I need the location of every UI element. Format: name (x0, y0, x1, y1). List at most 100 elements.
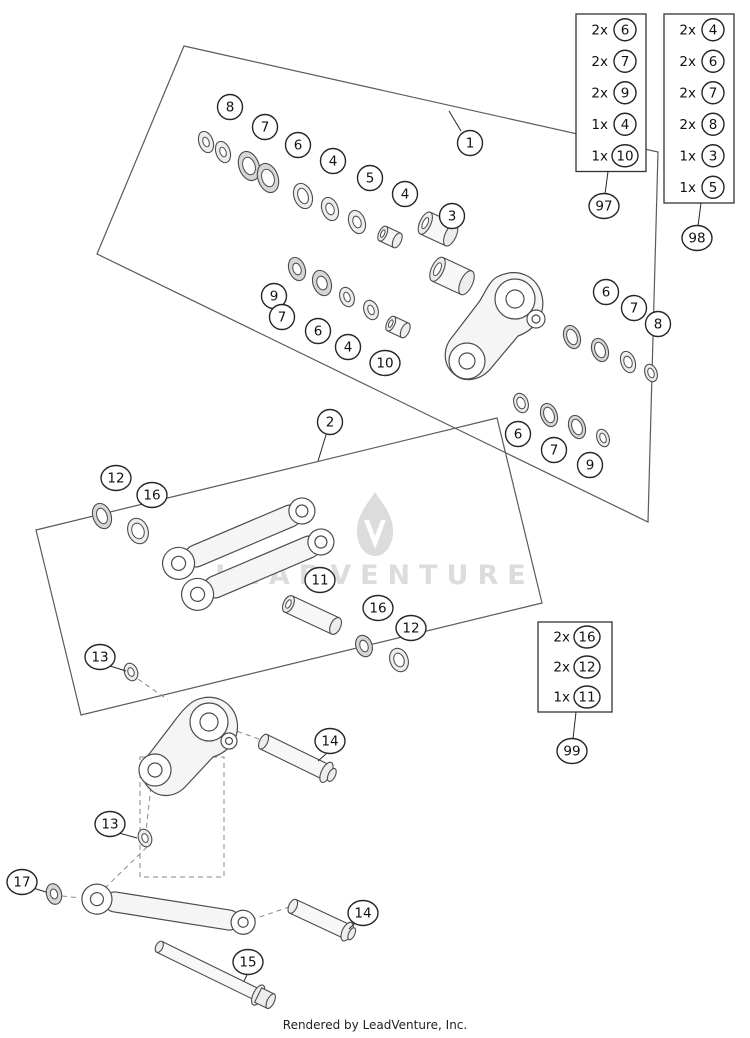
callout-number: 7 (550, 443, 559, 459)
callout-9[interactable]: 9 (576, 451, 604, 479)
legend-row-97-6[interactable]: 2x 6 (591, 18, 637, 42)
legend-ref-circle (701, 49, 725, 73)
callout-leader-line (348, 922, 356, 930)
part-rocker-knuckle-lower (138, 696, 239, 796)
part-washer-13b (137, 828, 153, 848)
callout-number: 6 (314, 324, 323, 340)
part-pull-rod-a (161, 497, 316, 580)
legend-ref-number: 9 (621, 85, 630, 101)
callout-13[interactable]: 13 (94, 810, 138, 839)
callout-number: 1 (466, 136, 475, 152)
callout-8[interactable]: 8 (644, 310, 672, 338)
part-bearing-set-right-upper (562, 324, 658, 383)
legend-ref-number: 12 (578, 660, 595, 676)
part-pin-14a (257, 733, 337, 784)
callout-14[interactable]: 14 (314, 727, 346, 762)
callout-number: 15 (239, 955, 256, 971)
callout-6[interactable]: 6 (304, 317, 332, 345)
callout-3[interactable]: 3 (438, 202, 466, 230)
callout-number: 14 (354, 906, 371, 922)
legend-ref-circle (613, 112, 637, 136)
callout-7[interactable]: 7 (268, 303, 296, 331)
legend-qty: 2x (679, 54, 696, 70)
part-pull-rod-b (180, 528, 335, 611)
assembly-frame-1 (96, 45, 659, 523)
callout-number: 7 (261, 120, 270, 136)
callout-leader-line (572, 711, 577, 740)
callout-number: 7 (630, 301, 639, 317)
callout-6[interactable]: 6 (592, 278, 620, 306)
callout-leader-line (118, 832, 138, 839)
callout-1[interactable]: 1 (448, 110, 484, 157)
callout-16[interactable]: 16 (136, 481, 168, 509)
part-pivot-pin (281, 595, 343, 635)
callout-4[interactable]: 4 (334, 333, 362, 361)
part-washer-13a (123, 662, 139, 682)
callout-number: 9 (270, 289, 279, 305)
callout-12[interactable]: 12 (100, 464, 132, 492)
callout-leader-line (604, 171, 609, 195)
callout-7[interactable]: 7 (540, 436, 568, 464)
callout-5[interactable]: 5 (356, 164, 384, 192)
callout-2[interactable]: 2 (316, 408, 344, 462)
callout-4[interactable]: 4 (391, 180, 419, 208)
callout-number: 17 (13, 875, 30, 891)
callout-7[interactable]: 7 (620, 294, 648, 322)
part-pin-14b (287, 898, 357, 942)
callout-number: 10 (376, 356, 393, 372)
callout-7[interactable]: 7 (251, 113, 279, 141)
leadventure-flame-icon (357, 492, 393, 556)
legend-qty: 2x (591, 54, 608, 70)
callout-number: 4 (344, 340, 353, 356)
callout-6[interactable]: 6 (284, 131, 312, 159)
callout-number: 5 (366, 171, 375, 187)
callout-16[interactable]: 16 (362, 594, 394, 622)
legend-qty: 2x (553, 630, 570, 646)
callout-13[interactable]: 13 (84, 643, 127, 672)
assembly-frame-2 (35, 417, 543, 716)
part-seal-set-upper (197, 130, 403, 249)
footer-text: Rendered by LeadVenture, Inc. (282, 1018, 468, 1032)
callout-10[interactable]: 10 (369, 349, 401, 377)
callout-leader-line (317, 753, 327, 762)
callout-4[interactable]: 4 (319, 147, 347, 175)
part-link-bar (81, 883, 256, 935)
legend-ref-circle (701, 112, 725, 136)
callout-12[interactable]: 12 (395, 614, 427, 642)
legend-ref-circle (613, 81, 637, 105)
callout-17[interactable]: 17 (6, 868, 47, 896)
callout-number: 13 (101, 817, 118, 833)
legend-ref-number: 5 (709, 180, 718, 196)
callout-number: 8 (654, 317, 663, 333)
callout-number: 4 (329, 154, 338, 170)
callout-number: 3 (448, 209, 457, 225)
callout-8[interactable]: 8 (216, 93, 244, 121)
legend-ref-number: 6 (621, 22, 630, 38)
callout-99[interactable]: 99 (556, 711, 588, 765)
callout-leader-line (697, 202, 702, 227)
callout-11[interactable]: 11 (304, 566, 336, 594)
callout-14[interactable]: 14 (347, 899, 379, 930)
legend-qty: 2x (591, 22, 608, 38)
callout-number: 16 (369, 601, 386, 617)
callout-97[interactable]: 97 (588, 171, 620, 220)
callout-leader-line (109, 665, 127, 672)
callout-98[interactable]: 98 (681, 202, 713, 252)
callout-6[interactable]: 6 (504, 420, 532, 448)
legend-ref-circle (701, 81, 725, 105)
callout-15[interactable]: 15 (232, 948, 264, 982)
